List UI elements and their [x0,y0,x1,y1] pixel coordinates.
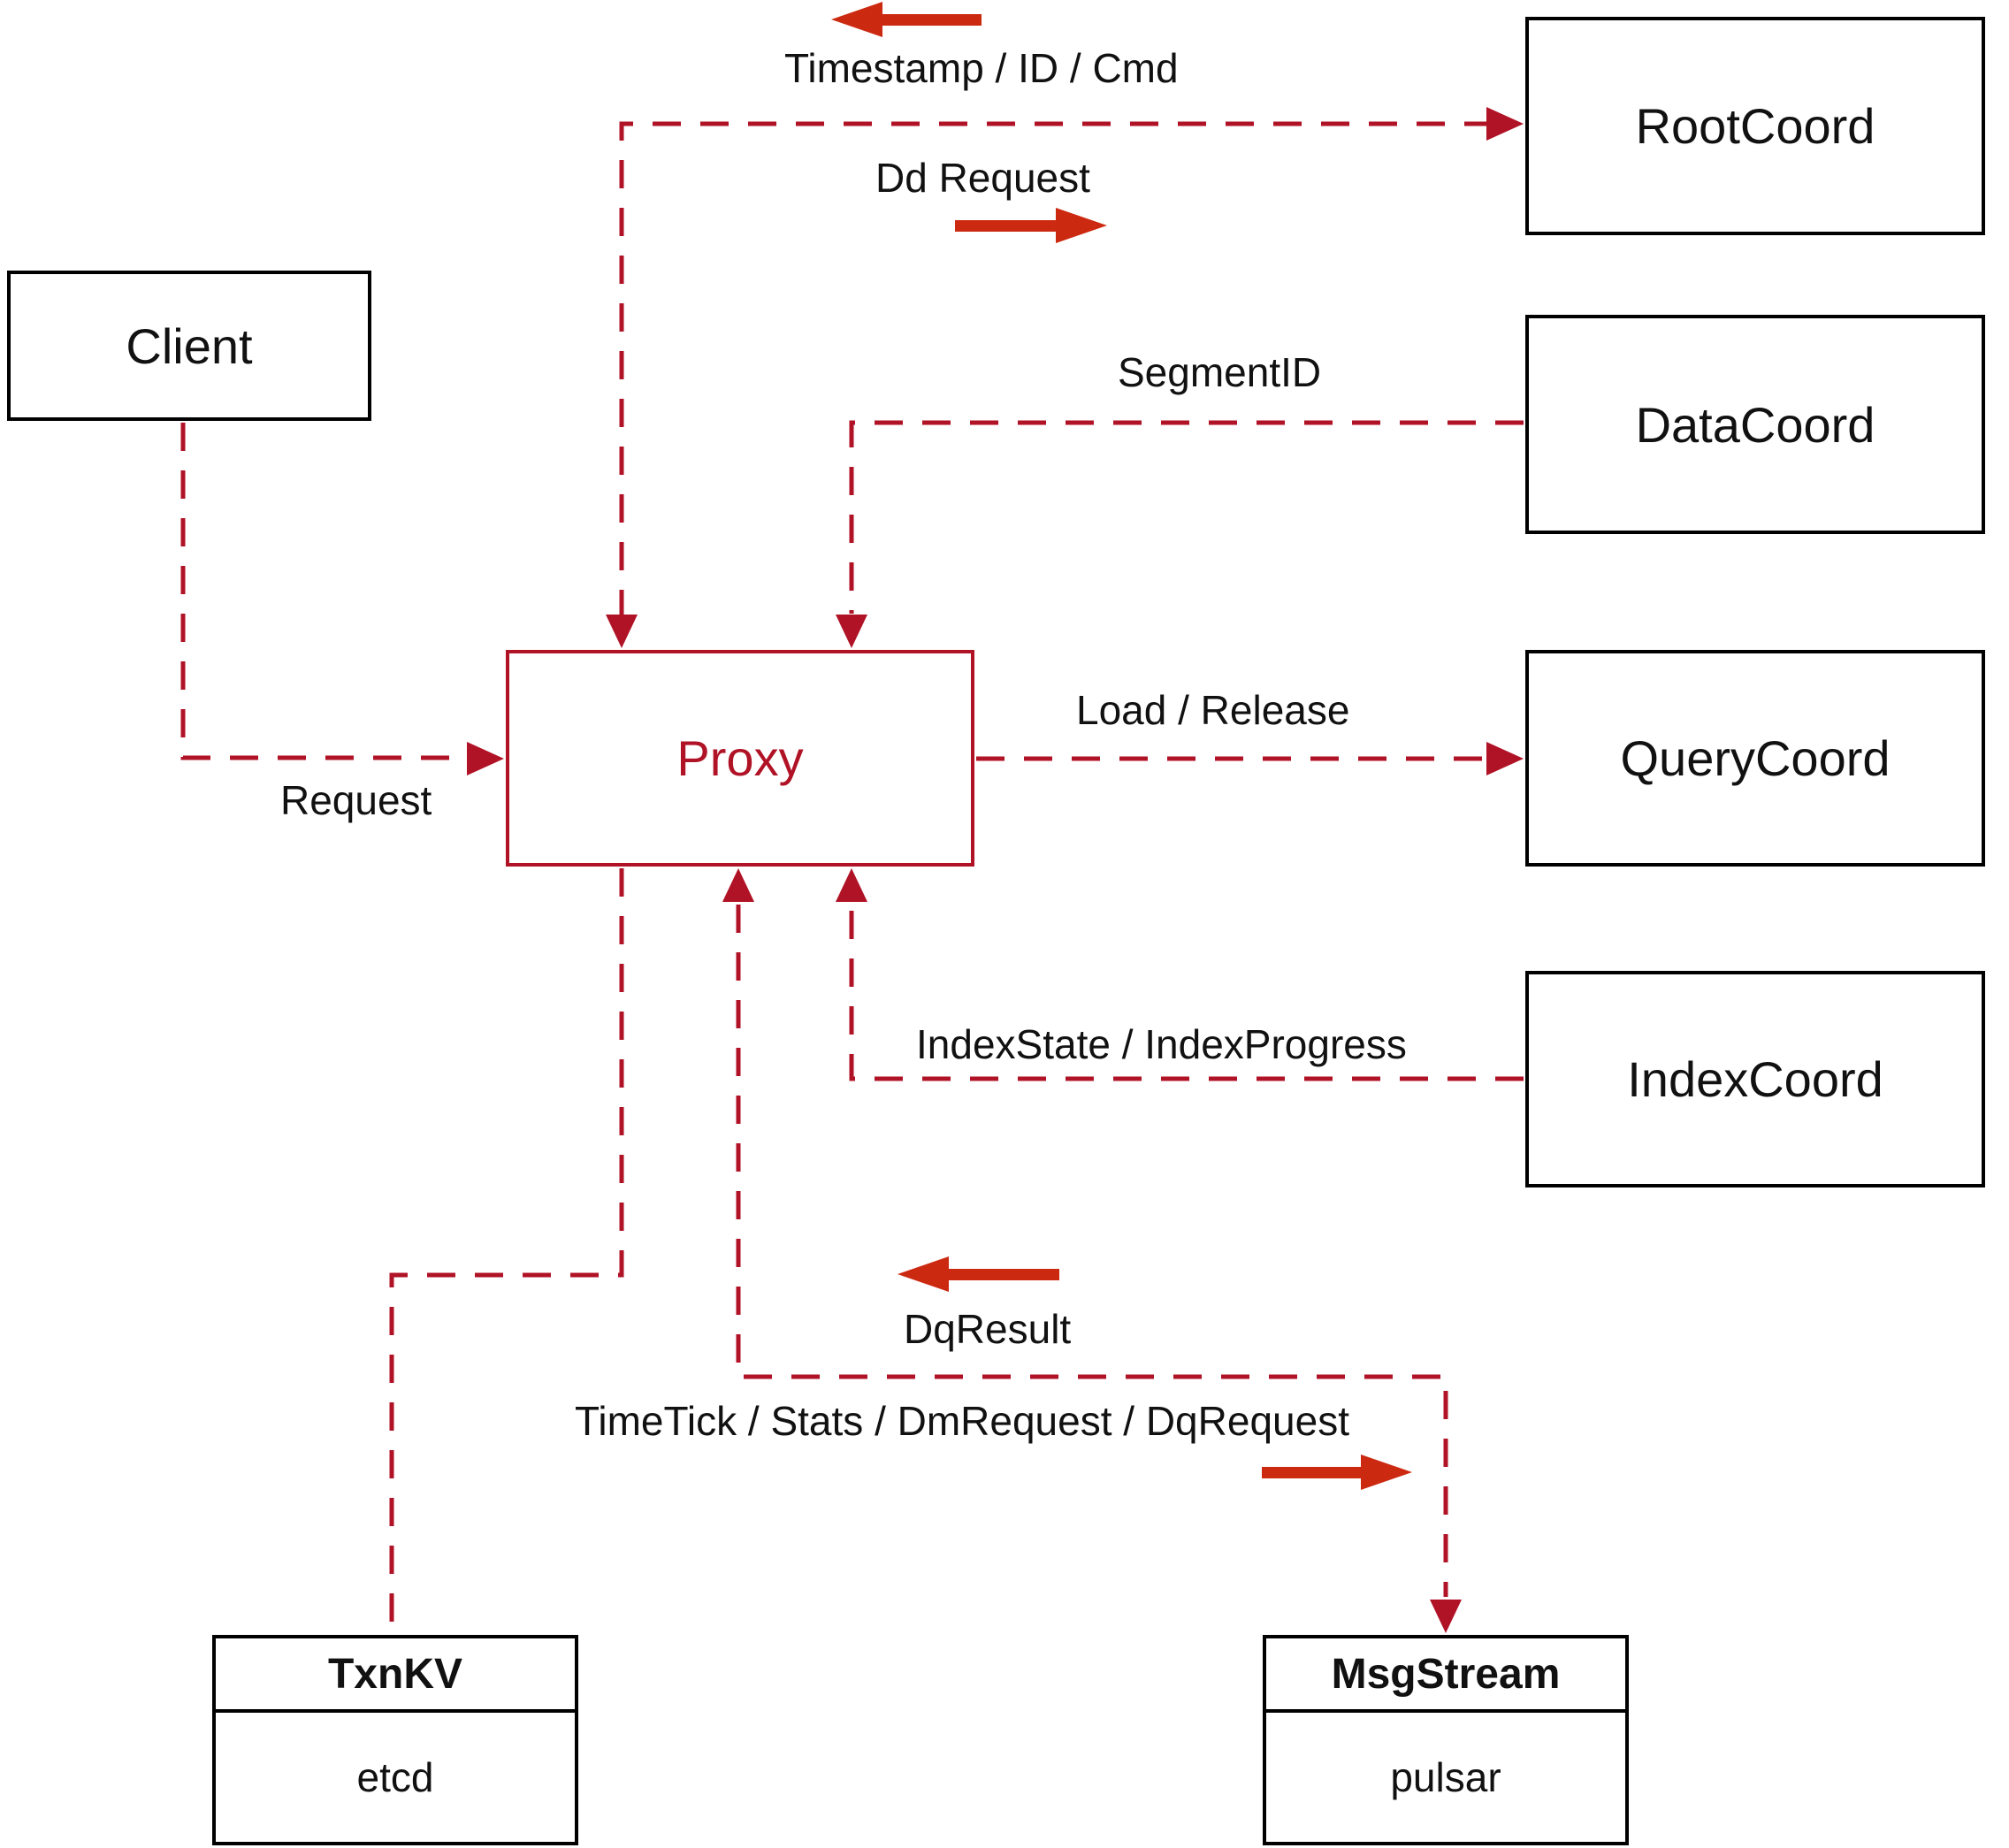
indexcoord-label: IndexCoord [1627,1051,1883,1107]
edge-label-index-state-progress: IndexState / IndexProgress [916,1021,1407,1067]
edge-label-dq-result: DqResult [904,1306,1072,1352]
txnkv-node: TxnKV etcd [212,1635,578,1845]
client-node: Client [7,271,371,421]
edge-proxy-rootcoord [619,121,1488,618]
indexcoord-node: IndexCoord [1525,971,1985,1187]
edge-label-segment-id: SegmentID [1118,349,1322,395]
txnkv-body: etcd [356,1754,434,1800]
timetick-arrow-right-icon [1262,1455,1412,1490]
arrowhead-into-msgstream-icon [1430,1600,1462,1633]
datacoord-label: DataCoord [1635,396,1875,453]
querycoord-label: QueryCoord [1620,730,1891,786]
arrowhead-into-rootcoord-icon [1486,107,1524,141]
arrowhead-into-proxy-top-right-icon [836,615,867,648]
client-label: Client [126,317,253,374]
datacoord-node: DataCoord [1525,315,1985,534]
dd-request-arrow-right-icon [955,208,1107,243]
proxy-label: Proxy [676,730,804,786]
edge-label-timetick-stats: TimeTick / Stats / DmRequest / DqRequest [575,1398,1349,1444]
edge-client-proxy [180,423,465,760]
edge-label-timestamp-id-cmd: Timestamp / ID / Cmd [784,45,1179,91]
msgstream-body: pulsar [1390,1754,1501,1800]
edge-proxy-txnkv [389,868,624,1633]
msgstream-title: MsgStream [1266,1638,1625,1713]
edge-indexcoord-proxy [849,905,1524,1081]
arrowhead-into-proxy-left-icon [467,742,504,775]
dq-result-arrow-left-icon [898,1256,1059,1292]
rootcoord-label: RootCoord [1635,98,1875,154]
proxy-node: Proxy [506,650,974,867]
edge-datacoord-proxy [849,420,1524,614]
edge-label-dd-request: Dd Request [875,155,1090,201]
edge-label-request: Request [280,777,432,823]
edge-label-load-release: Load / Release [1076,687,1350,733]
arrowhead-into-proxy-top-left-icon [606,615,638,648]
arrowhead-into-proxy-bottom-left-icon [722,868,754,902]
txnkv-title: TxnKV [216,1638,575,1713]
arrowhead-into-proxy-bottom-right-icon [836,868,867,902]
arrowhead-into-querycoord-icon [1486,742,1524,775]
msgstream-node: MsgStream pulsar [1263,1635,1629,1845]
rootcoord-node: RootCoord [1525,17,1985,235]
timestamp-return-arrow-left-icon [831,2,982,37]
edge-proxy-msgstream [736,905,1448,1597]
querycoord-node: QueryCoord [1525,650,1985,867]
